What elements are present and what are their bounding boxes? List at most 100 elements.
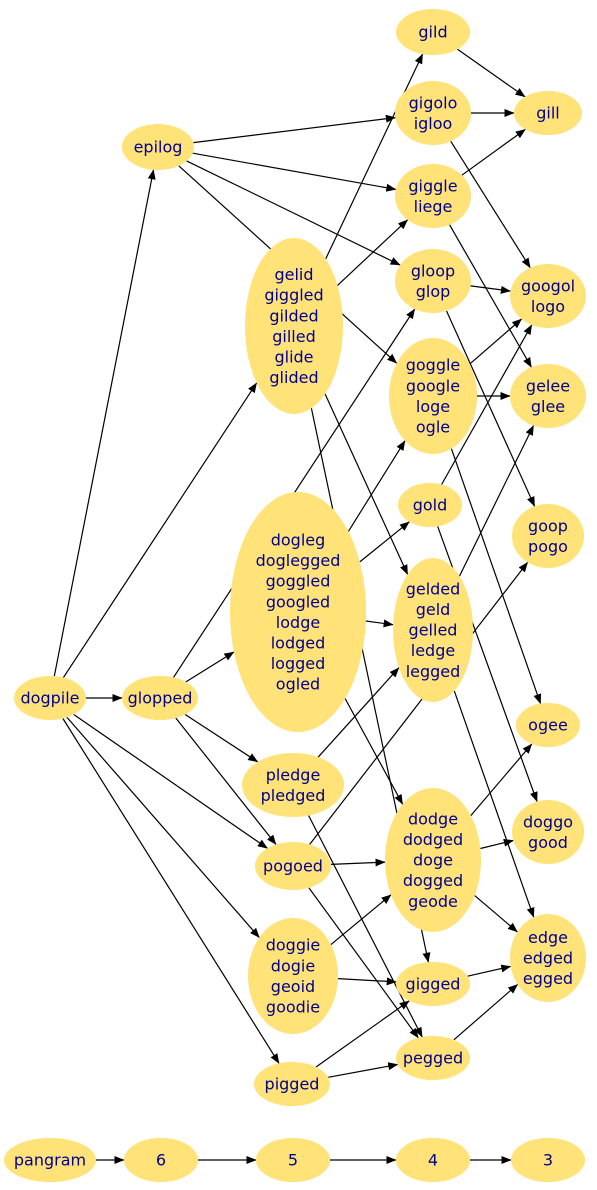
- node-label-gelded: geld: [416, 600, 451, 619]
- edge-dogpile-to-doggie: [66, 717, 260, 938]
- node-ellipse-dogleg: [230, 492, 366, 732]
- node-epilog: epilog: [122, 124, 194, 170]
- node-ellipse-gelee: [510, 364, 586, 428]
- node-label-doggo: doggo: [523, 812, 573, 831]
- node-pogoed: pogoed: [255, 842, 331, 890]
- node-label-dogleg: logged: [271, 654, 326, 673]
- node-label-dogleg: lodged: [271, 634, 326, 653]
- node-label-doggie: goodie: [266, 998, 320, 1017]
- node-label-dodge: dodge: [408, 809, 458, 828]
- node-ogee: ogee: [516, 703, 580, 747]
- node-pangram: pangram: [4, 1138, 96, 1182]
- node-label-goggle: loge: [416, 397, 450, 416]
- node-ellipse-r6: [124, 1138, 198, 1182]
- node-r4: 4: [396, 1138, 470, 1182]
- node-label-goop: goop: [528, 516, 568, 535]
- node-ellipse-gild: [396, 9, 470, 55]
- edge-gloop-to-googol: [470, 285, 511, 294]
- edge-pogoed-to-pegged: [308, 887, 419, 1039]
- edge-goggle-to-googol: [469, 318, 522, 365]
- node-label-googol: googol: [521, 276, 575, 295]
- node-label-doggie: doggie: [266, 936, 321, 955]
- edge-pledge-to-pegged: [308, 815, 423, 1038]
- edge-pigged-to-gigged: [315, 1000, 410, 1068]
- node-label-gild: gild: [418, 23, 447, 42]
- node-r5: 5: [256, 1138, 330, 1182]
- node-ellipse-gigged: [396, 962, 470, 1006]
- node-label-dodge: doge: [413, 851, 453, 870]
- edge-giggle-to-gill: [461, 128, 526, 176]
- node-label-glopped: glopped: [128, 689, 193, 708]
- node-dogleg: doglegdogleggedgoggledgoogledlodgelodged…: [230, 492, 366, 732]
- edge-gelded-to-gelee: [458, 425, 535, 577]
- edge-doggie-to-dodge: [330, 894, 392, 946]
- node-glopped: glopped: [122, 676, 198, 720]
- node-ellipse-gigolo: [395, 81, 471, 145]
- node-label-dogleg: lodge: [276, 613, 320, 632]
- edge-gild-to-gill: [457, 48, 526, 98]
- edge-pegged-to-edge: [453, 983, 518, 1041]
- node-ellipse-doggie: [248, 918, 338, 1034]
- edge-gelid-to-gelded: [324, 393, 409, 575]
- node-label-pogoed: pogoed: [263, 857, 323, 876]
- node-label-goggle: google: [406, 376, 460, 395]
- node-label-r6: 6: [156, 1151, 166, 1170]
- node-label-gelded: gelded: [406, 579, 461, 598]
- node-r3: 3: [511, 1138, 585, 1182]
- node-label-gelid: gilded: [269, 306, 318, 325]
- edge-giggle-to-gelee: [449, 224, 532, 368]
- node-label-dogleg: dogleg: [271, 531, 326, 550]
- edge-dodge-to-doggo: [480, 838, 514, 850]
- node-label-gelded: ledge: [411, 641, 455, 660]
- node-label-dogleg: doglegged: [256, 551, 341, 570]
- edge-dogleg-to-gelded: [365, 619, 394, 628]
- node-label-dogleg: goggled: [266, 572, 331, 591]
- edge-gloop-to-goop: [445, 310, 536, 507]
- node-label-gloop: glop: [416, 282, 451, 301]
- node-gild: gild: [396, 9, 470, 55]
- edge-gigolo-to-googol: [450, 140, 531, 269]
- node-ellipse-edge: [510, 914, 586, 1002]
- node-label-giggle: liege: [414, 197, 453, 216]
- node-ellipse-pangram: [4, 1138, 96, 1182]
- edge-pogoed-to-goop: [309, 562, 529, 845]
- node-label-gelded: legged: [406, 662, 461, 681]
- edge-epilog-to-giggle: [192, 152, 397, 192]
- node-label-gelid: glided: [269, 368, 318, 387]
- edge-gold-to-googol: [441, 324, 533, 485]
- node-label-r4: 4: [428, 1151, 438, 1170]
- node-label-edge: edge: [528, 928, 568, 947]
- node-label-dogpile: dogpile: [21, 689, 80, 708]
- node-ellipse-googol: [510, 264, 586, 328]
- node-label-goop: pogo: [528, 537, 568, 556]
- node-gold: gold: [398, 483, 462, 527]
- node-dogpile: dogpile: [14, 676, 86, 720]
- node-label-goggle: ogle: [416, 418, 450, 437]
- node-label-edge: edged: [523, 949, 573, 968]
- node-label-gelid: glide: [274, 348, 313, 367]
- edge-dodge-to-edge: [474, 895, 518, 933]
- node-ellipse-epilog: [122, 124, 194, 170]
- edge-dodge-to-ogee: [470, 743, 533, 816]
- edge-goggle-to-ogee: [450, 448, 542, 705]
- edge-epilog-to-gloop: [186, 160, 401, 266]
- edge-pogoed-to-dodge: [330, 858, 386, 867]
- node-ellipse-gill: [514, 91, 582, 135]
- node-label-gelee: glee: [531, 397, 565, 416]
- node-label-edge: egged: [523, 969, 573, 988]
- node-label-dodge: dodged: [403, 830, 463, 849]
- node-label-doggie: geoid: [271, 977, 315, 996]
- node-ellipse-pigged: [254, 1062, 330, 1106]
- node-ellipse-pledge: [242, 753, 344, 817]
- node-goop: goop pogo: [512, 504, 584, 568]
